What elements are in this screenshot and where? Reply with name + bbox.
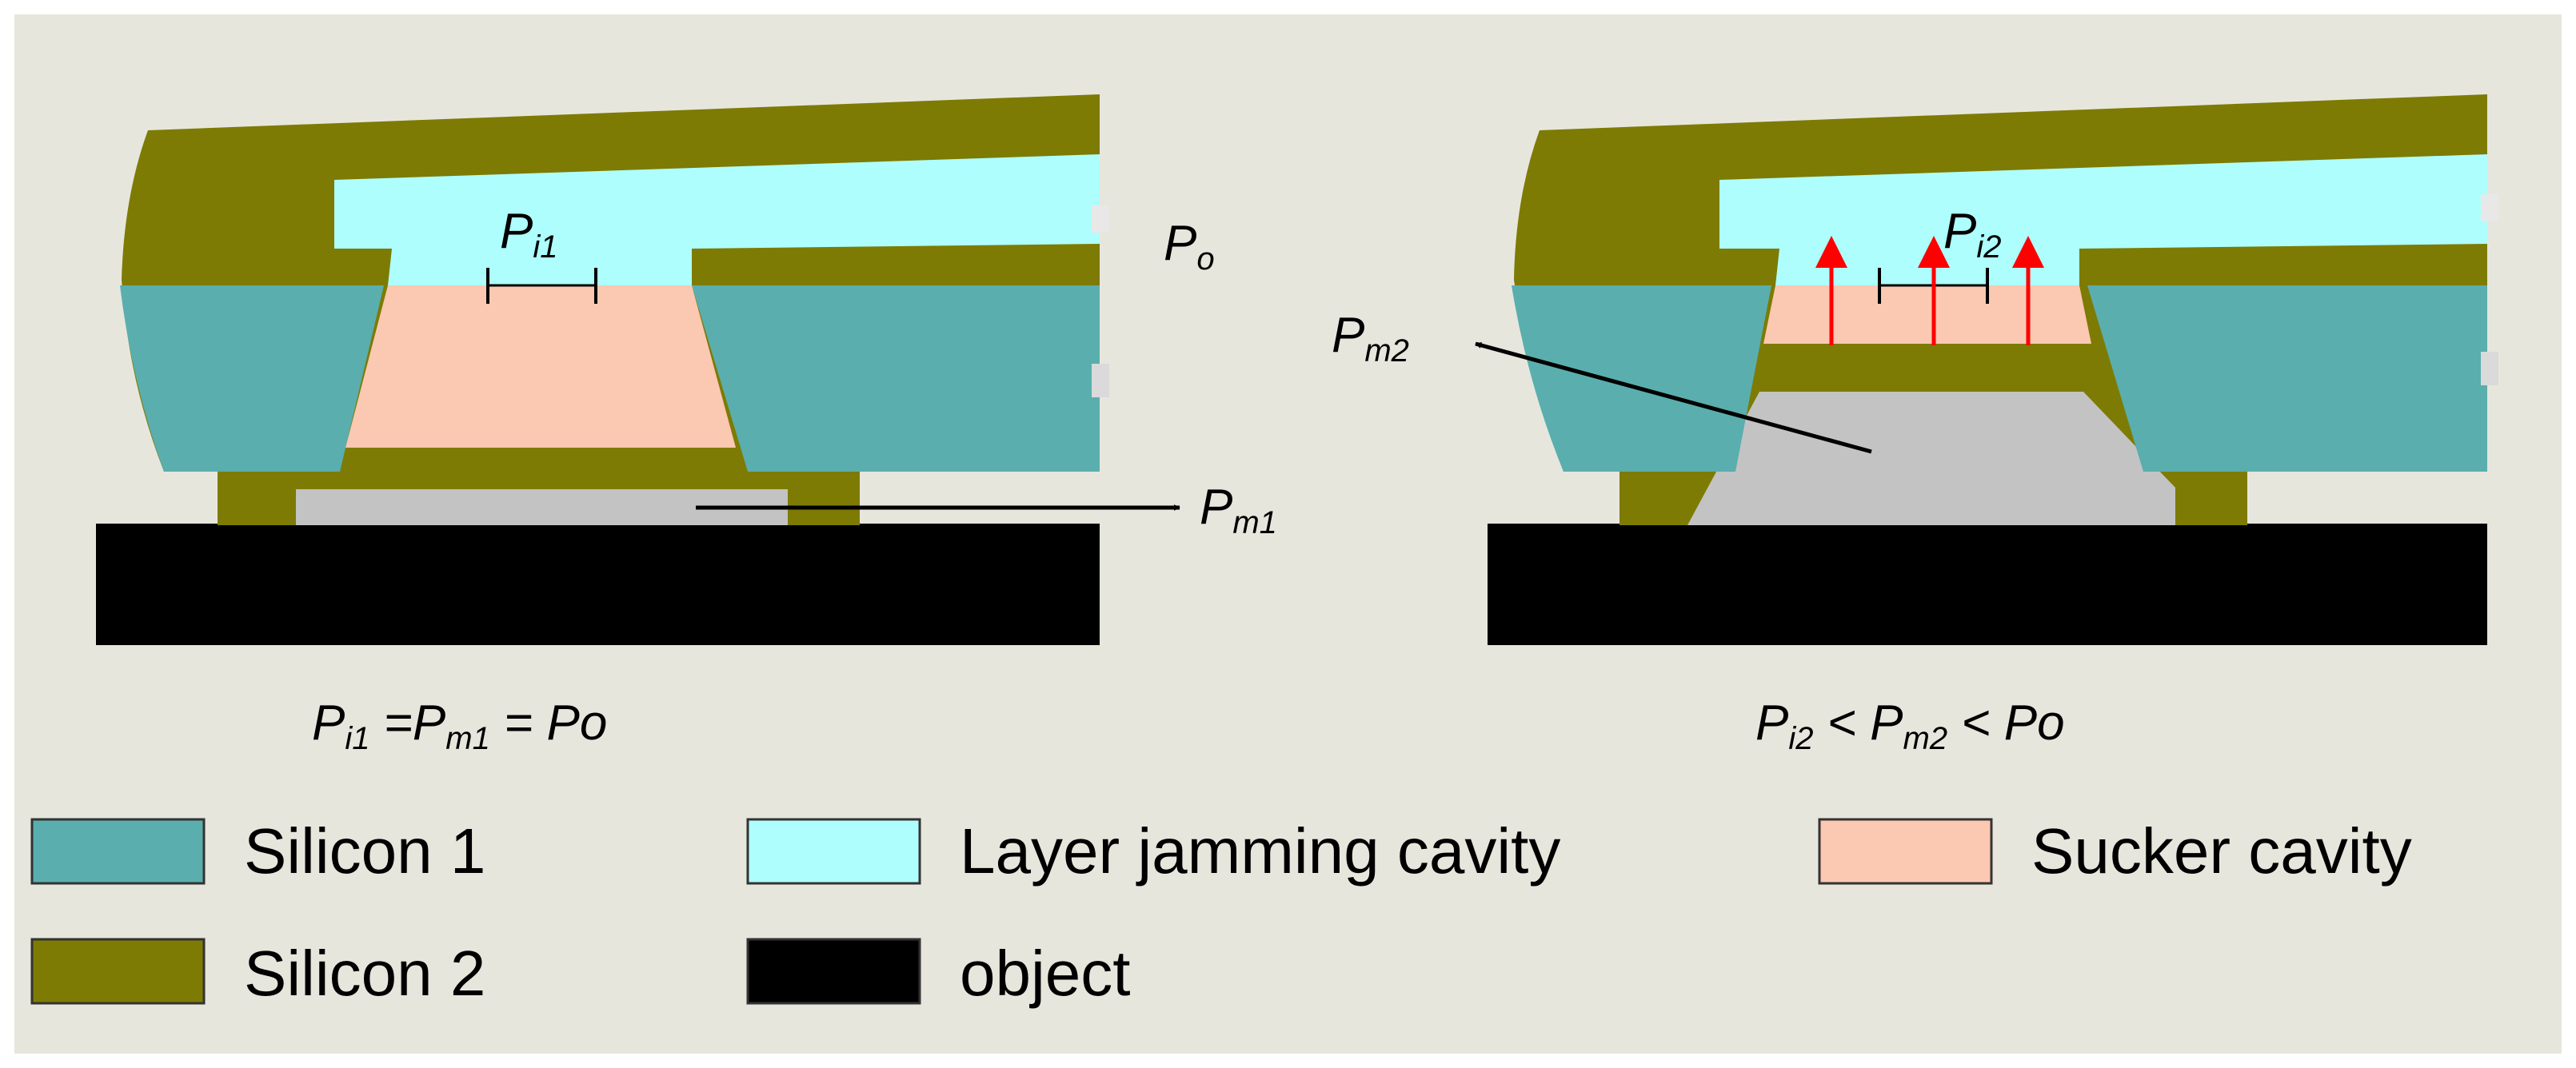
right-sucker-cavity [1763,285,2091,344]
legend-swatch-silicon-1 [30,818,206,885]
left-layer-jamming-cavity [334,154,1100,285]
right-membrane [1687,392,2175,525]
left-object [96,524,1100,645]
left-silicon-1-block-left [120,285,384,472]
right-vent-bottom [2481,352,2498,385]
left-vent-bottom [1092,364,1109,397]
right-equation: Pi2 < Pm2 < Po [1755,695,2065,756]
suction-force-arrows [1815,236,2044,345]
right-pi-label: Pi2 [1943,204,2002,265]
legend-label-silicon-1: Silicon 1 [244,815,485,887]
legend-label-sucker-cavity: Sucker cavity [2031,815,2412,887]
right-vent-top [2481,194,2498,221]
left-panel: Pi1 Po Pm1 Pi1 =Pm1 = Po [96,94,1277,756]
legend: Silicon 1 Silicon 2 Layer jamming cavity… [30,815,2412,1009]
po-label: Po [1164,216,1215,277]
force-arrow-right-head [2012,236,2044,268]
left-pm-label: Pm1 [1200,480,1277,540]
legend-swatch-layer-jamming-cavity [746,818,921,885]
legend-label-silicon-2: Silicon 2 [244,938,485,1009]
legend-label-object: object [960,938,1130,1009]
right-silicon-1-block-left [1512,285,1771,472]
left-vent-top [1092,205,1109,233]
left-equation: Pi1 =Pm1 = Po [312,695,607,756]
force-arrow-left-head [1815,236,1847,268]
left-pi-label: Pi1 [500,204,558,265]
right-layer-jamming-cavity [1719,154,2487,285]
left-membrane [296,489,788,525]
force-arrow-middle-head [1918,236,1950,268]
right-object [1488,524,2487,645]
right-panel: Pi2 Pm2 Pi2 < Pm2 < Po [1332,94,2498,756]
right-pm-label: Pm2 [1332,308,1409,369]
legend-swatch-silicon-2 [30,938,206,1005]
legend-swatch-sucker-cavity [1818,818,1993,885]
right-silicon-1-block-right [2087,285,2487,472]
right-pm-arrow [1475,341,1872,454]
left-sucker-cavity [345,285,736,448]
left-silicon-1-block-right [692,285,1100,472]
legend-swatch-object [746,938,921,1005]
legend-label-layer-jamming-cavity: Layer jamming cavity [960,815,1560,887]
